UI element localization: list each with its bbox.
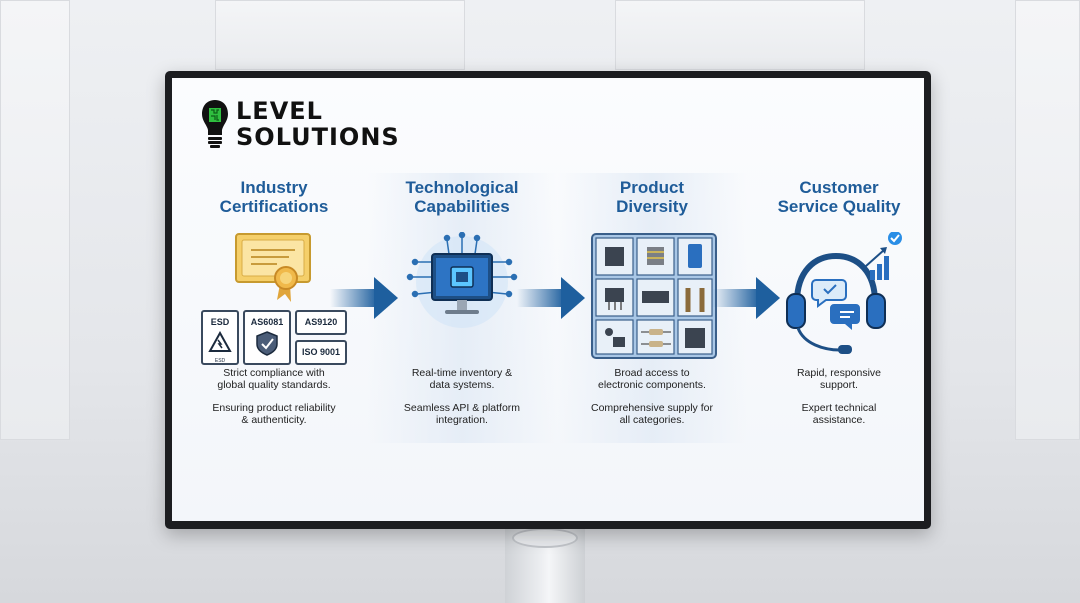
headset-support-icon xyxy=(754,231,924,367)
column-technological-capabilities: Technological Capabilities xyxy=(377,178,547,437)
brand-logo: LEVEL SOLUTIONS xyxy=(200,98,400,150)
monitor-stand-ring xyxy=(512,528,578,548)
lightbulb-chip-icon xyxy=(202,100,228,148)
chip-monitor-icon xyxy=(377,231,547,367)
arrow-right-icon xyxy=(330,277,398,319)
wall-panel-top-right xyxy=(615,0,865,70)
components-grid-icon xyxy=(567,232,737,367)
brand-line-1: LEVEL xyxy=(236,97,323,125)
arrow-right-icon xyxy=(517,277,585,319)
wall-panel-left xyxy=(0,0,70,440)
column-customer-service-quality: Customer Service Quality xyxy=(754,178,924,437)
badge-as6081: AS6081 xyxy=(243,310,291,365)
brand-line-2: SOLUTIONS xyxy=(236,123,400,151)
column-title: Industry Certifications xyxy=(219,178,329,216)
arrow-right-icon xyxy=(712,277,780,319)
wall-panel-top-left xyxy=(215,0,465,70)
certificate-icon: ESD ESD AS6081 AS9120 xyxy=(189,232,359,367)
cert-badges: ESD ESD AS6081 AS9120 xyxy=(201,310,347,366)
badge-esd: ESD ESD xyxy=(201,310,239,365)
column-title: Customer Service Quality xyxy=(777,178,901,216)
column-title: Product Diversity xyxy=(616,178,688,216)
column-product-diversity: Product Diversity xyxy=(567,178,737,437)
monitor-screen: LEVEL SOLUTIONS Industry Certifications xyxy=(172,78,924,521)
column-industry-certifications: Industry Certifications ESD xyxy=(189,178,359,437)
column-description: Real-time inventory &data systems. Seaml… xyxy=(403,367,521,426)
badge-iso9001: ISO 9001 xyxy=(295,340,347,365)
wall-panel-right xyxy=(1015,0,1080,440)
column-title: Technological Capabilities xyxy=(405,178,519,216)
badge-as9120: AS9120 xyxy=(295,310,347,335)
